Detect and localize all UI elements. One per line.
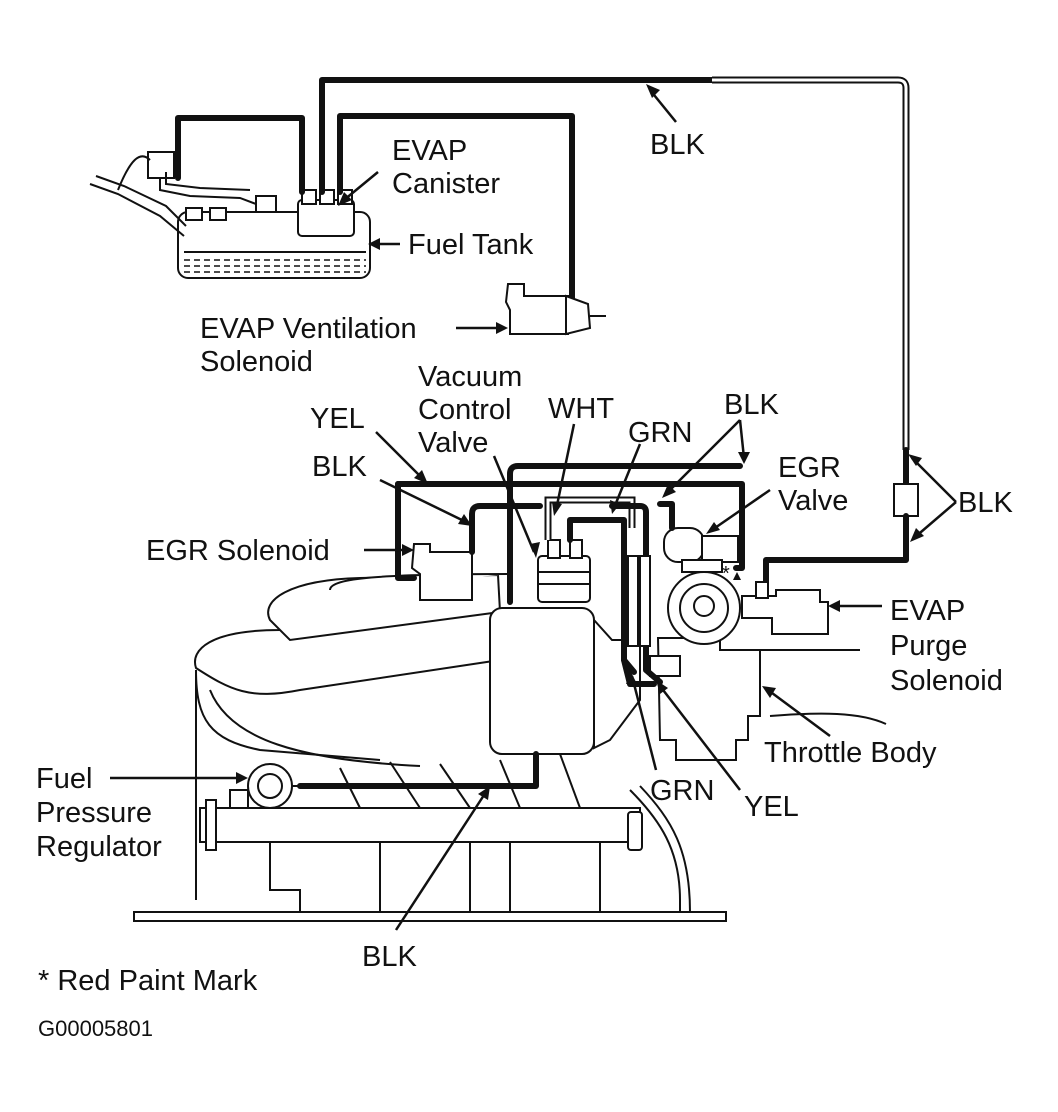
fuel-pressure-regulator-label-line2: Pressure [36,797,152,829]
evap-purge-solenoid-label-line1: EVAP [890,595,965,627]
evap-ventilation-solenoid-label-line2: Solenoid [200,346,313,378]
fuel-pressure-regulator-label-line3: Regulator [36,831,162,863]
filler-neck [89,151,187,237]
yel-hose-top [395,481,745,571]
red-paint-mark-symbol: * [722,563,730,585]
egr-valve-label-line1: EGR [778,452,841,484]
intake-manifold [194,573,511,900]
fuel-pressure-regulator [229,763,300,809]
throttle-body [649,571,887,761]
blk-right-label: BLK [958,487,1013,519]
blk-left-label: BLK [312,451,367,483]
fuel-rail [199,785,691,913]
evap-purge-solenoid-label-line2: Purge [890,630,967,662]
leader-lines [110,84,957,931]
plenum [489,607,641,755]
evap-ventilation-solenoid-label-line1: EVAP Ventilation [200,313,417,345]
canister-to-purge-hose-black [319,77,715,195]
evap-ventilation-solenoid [504,283,606,336]
regulator-vacuum-hose-black [297,751,539,789]
red-paint-mark-footnote: * Red Paint Mark [38,965,258,997]
inline-filter [893,478,919,517]
blk-bottom-label: BLK [362,941,417,973]
egr-solenoid-label: EGR Solenoid [146,535,330,567]
yel-bottom-label: YEL [744,791,799,823]
blk-mid-label: BLK [724,389,779,421]
vacuum-control-valve-label-line2: Control [418,394,512,426]
vacuum-control-valve-label-line1: Vacuum [418,361,522,393]
grn-top-label: GRN [628,417,692,449]
vacuum-control-valve [537,539,591,603]
yel-hose-left [395,481,417,581]
blk-egr-solenoid-hose [469,503,543,555]
grn-bottom-label: GRN [650,775,714,807]
fuel-tank-label: Fuel Tank [408,229,534,261]
egr-valve-label-line2: Valve [778,485,848,517]
yel-left-label: YEL [310,403,365,435]
hose-sleeve-1 [627,555,639,647]
blk-top-label: BLK [650,129,705,161]
evap-canister-label-line1: EVAP [392,135,467,167]
blk-upper-hose [507,463,743,605]
blk-egr-valve-hose [657,501,675,531]
evap-purge-solenoid-label-line3: Solenoid [890,665,1003,697]
canister-vent-hose [175,115,305,195]
egr-valve [663,527,739,573]
red-paint-mark-indicator [733,572,741,580]
filter-to-purge-solenoid-hose [763,513,909,603]
canister-to-ventilation-solenoid-hose [337,113,575,301]
fuel-pressure-regulator-label-line1: Fuel [36,763,92,795]
evap-canister-label-line2: Canister [392,168,500,200]
evap-purge-solenoid [741,581,829,635]
figure-code: G00005801 [38,1016,153,1041]
egr-solenoid [410,543,473,601]
vacuum-control-valve-label-line3: Valve [418,427,488,459]
throttle-body-label: Throttle Body [764,737,937,769]
wht-label: WHT [548,393,614,425]
grn-hose-upper [609,503,649,531]
engine-base [133,911,727,922]
hose-sleeve-2 [639,555,651,647]
grn-hose-lower [621,657,657,687]
